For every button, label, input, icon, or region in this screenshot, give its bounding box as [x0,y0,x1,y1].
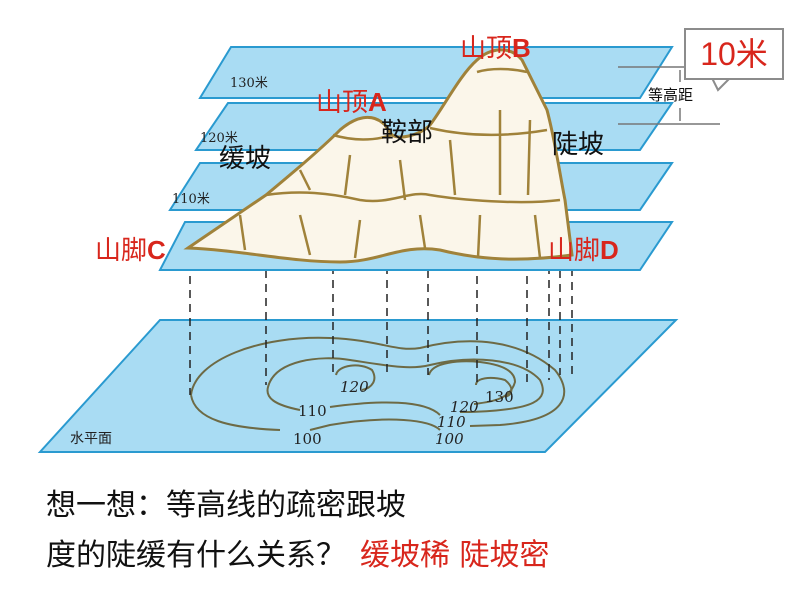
horizontal-plane [37,319,679,453]
plane-label-120: 120米 [200,131,238,146]
plane-label-110: 110米 [172,192,210,207]
contour-label-110-a: 110 [298,402,327,420]
question-line-2: 度的陡缓有什么关系？ 缓坡稀 陡坡密 [46,530,550,574]
contour-label-120-b: 120 [450,398,479,416]
contour-label-100-a: 100 [293,430,322,448]
plane-130 [198,46,674,99]
label-foot-c: 山脚C [95,235,166,266]
contour-label-120-a: 120 [340,378,369,396]
contour-label-130: 130 [485,388,514,406]
plane-label-horizontal: 水平面 [70,431,112,447]
label-summit-a: 山顶A [316,87,387,118]
question-line-1: 想一想：等高线的疏密跟坡 [46,488,406,523]
callout-interval-value: 10米 [684,28,784,80]
answer-text: 缓坡稀 陡坡密 [360,538,550,573]
contour-label-110-b: 110 [437,413,466,431]
contour-lines [190,336,566,431]
label-saddle: 鞍部 [381,118,434,148]
label-gentle-slope: 缓坡 [219,144,272,174]
label-steep-slope: 陡坡 [552,130,605,160]
label-summit-b: 山顶B [460,33,531,64]
plane-label-130: 130米 [230,76,268,91]
question-line-2-text: 度的陡缓有什么关系？ [46,538,346,573]
label-contour-interval: 等高距 [648,86,694,104]
label-foot-d: 山脚D [548,235,619,266]
mountain [183,48,574,264]
contour-label-100-b: 100 [435,430,464,448]
